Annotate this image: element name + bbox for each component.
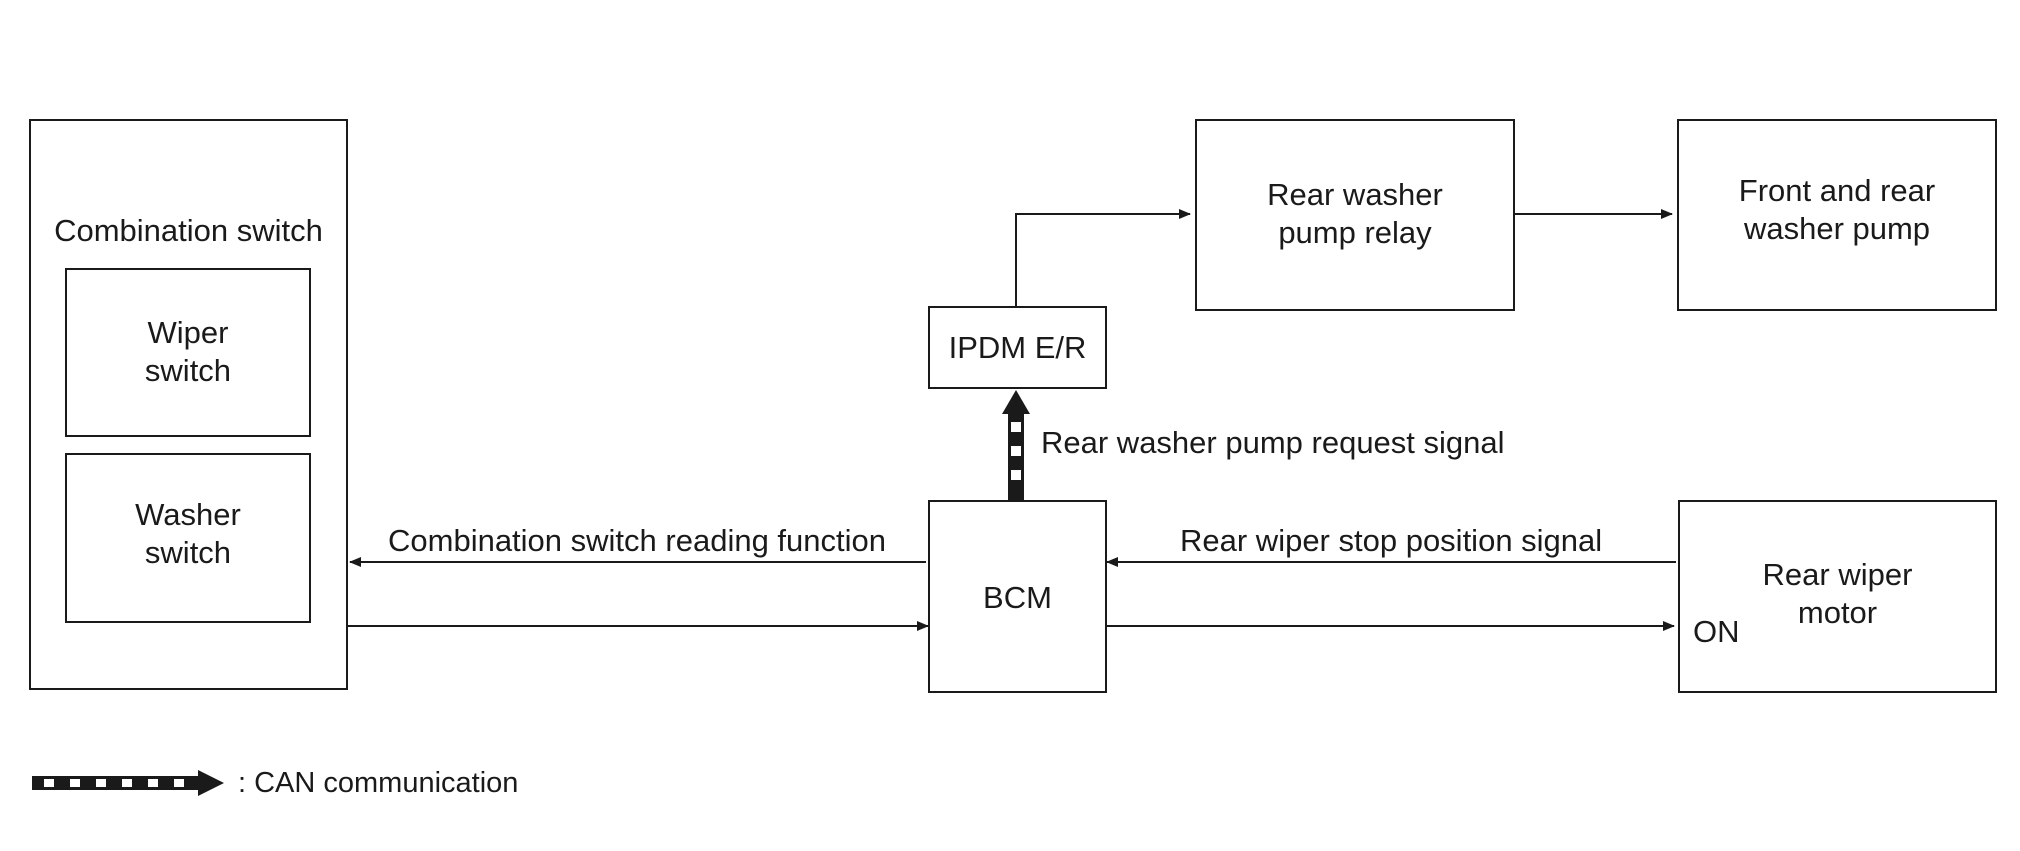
combination-switch-label: Combination switch	[54, 213, 323, 248]
washer-pump-label: Front and rear washer pump	[1738, 173, 1936, 246]
stop-position-label: Rear wiper stop position signal	[1180, 523, 1603, 558]
pump-request-label: Rear washer pump request signal	[1041, 425, 1505, 460]
washer-switch-label: Washer switch	[135, 497, 241, 570]
washer-switch-block	[65, 453, 311, 623]
on-terminal-label: ON	[1693, 614, 1740, 649]
ipdm-label: IPDM E/R	[948, 330, 1087, 365]
legend-can-symbol	[32, 770, 224, 796]
rear-washer-relay-block	[1195, 119, 1515, 311]
bcm-block	[928, 500, 1107, 693]
wiper-switch-label: Wiper switch	[144, 315, 232, 388]
rear-washer-relay-label: Rear washer pump relay	[1267, 177, 1443, 250]
bcm-label: BCM	[983, 580, 1052, 615]
washer-pump-block	[1677, 119, 1997, 311]
ipdm-block	[928, 306, 1107, 389]
rear-wiper-motor-block	[1678, 500, 1997, 693]
wiper-switch-block	[65, 268, 311, 437]
legend-can-label: : CAN communication	[238, 767, 519, 799]
arrow-ipdm-to-relay	[1015, 209, 1191, 306]
can-arrow-bcm-to-ipdm	[1002, 390, 1030, 500]
reading-function-label: Combination switch reading function	[388, 523, 886, 558]
rear-wiper-motor-label: Rear wiper motor	[1762, 557, 1913, 630]
